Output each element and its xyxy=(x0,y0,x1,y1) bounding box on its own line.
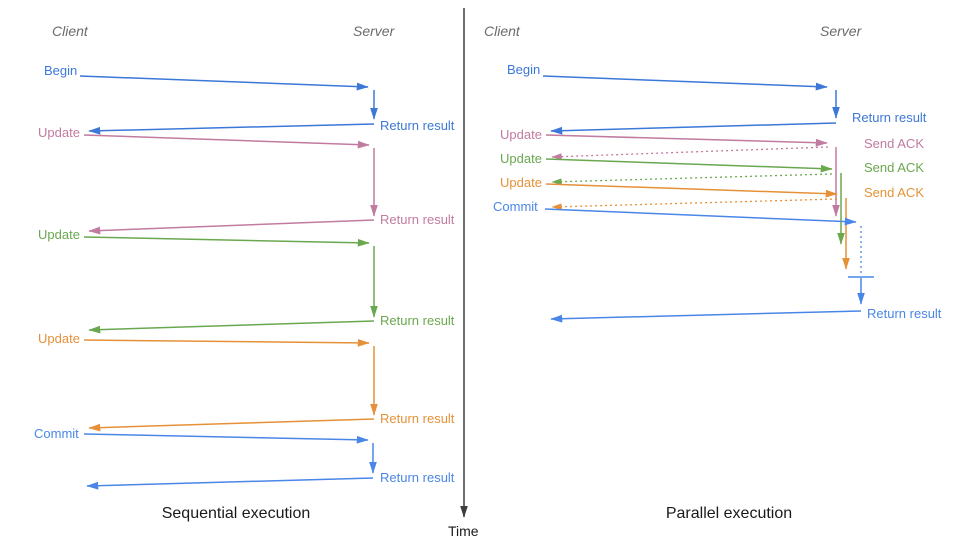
right-update2-label: Update xyxy=(500,151,542,166)
right-commit-response-arrow xyxy=(550,310,862,323)
right-update3-label: Update xyxy=(500,175,542,190)
right-commit-exchange: Commit Return result xyxy=(493,199,942,323)
left-commit-label: Commit xyxy=(34,426,79,441)
right-update1-ack-arrow xyxy=(551,146,829,161)
right-begin-label: Begin xyxy=(507,62,540,77)
right-update3-ack-arrow xyxy=(551,198,838,211)
right-update1-exchange: Update Send ACK xyxy=(500,127,924,217)
right-commit-request-arrow xyxy=(544,208,857,226)
time-axis: Time xyxy=(448,8,479,539)
left-update1-label: Update xyxy=(38,125,80,140)
left-commit-response-label: Return result xyxy=(380,470,455,485)
right-update2-ack-arrow xyxy=(551,173,833,186)
left-update2-exchange: Update Return result xyxy=(38,227,455,334)
left-commit-response-arrow xyxy=(86,477,374,490)
right-begin-response-arrow xyxy=(550,122,837,135)
left-begin-response-label: Return result xyxy=(380,118,455,133)
left-begin-response-arrow xyxy=(88,123,375,135)
right-begin-exchange: Begin Return result xyxy=(507,62,927,135)
right-begin-response-label: Return result xyxy=(852,110,927,125)
left-commit-request-arrow xyxy=(83,433,369,444)
left-client-heading: Client xyxy=(52,23,89,39)
left-begin-request-arrow xyxy=(79,75,369,91)
left-update2-response-label: Return result xyxy=(380,313,455,328)
left-update3-response-arrow xyxy=(88,418,375,432)
left-update1-request-arrow xyxy=(83,134,370,149)
right-update1-label: Update xyxy=(500,127,542,142)
left-update3-response-label: Return result xyxy=(380,411,455,426)
left-update1-exchange: Update Return result xyxy=(38,125,455,235)
left-server-heading: Server xyxy=(353,23,396,39)
right-update2-exchange: Update Send ACK xyxy=(500,151,924,245)
left-update2-label: Update xyxy=(38,227,80,242)
left-begin-label: Begin xyxy=(44,63,77,78)
left-panel-title: Sequential execution xyxy=(162,505,311,522)
left-update1-response-arrow xyxy=(88,219,375,235)
right-client-heading: Client xyxy=(484,23,521,39)
right-begin-request-arrow xyxy=(542,75,828,91)
left-update3-request-arrow xyxy=(83,338,370,347)
right-update1-ack-label: Send ACK xyxy=(864,136,924,151)
right-update2-ack-label: Send ACK xyxy=(864,160,924,175)
sequential-panel: Client Server Begin Return result Update… xyxy=(34,23,455,522)
left-update3-label: Update xyxy=(38,331,80,346)
right-server-heading: Server xyxy=(820,23,863,39)
right-update3-exchange: Update Send ACK xyxy=(500,175,924,270)
right-commit-response-label: Return result xyxy=(867,306,942,321)
right-update1-request-arrow xyxy=(545,134,828,147)
right-panel-title: Parallel execution xyxy=(666,505,792,522)
left-commit-exchange: Commit Return result xyxy=(34,426,455,490)
left-update2-response-arrow xyxy=(88,320,375,334)
parallel-panel: Client Server Begin Return result Update… xyxy=(484,23,942,522)
right-update3-request-arrow xyxy=(545,183,838,198)
right-update2-request-arrow xyxy=(545,158,833,173)
left-update3-exchange: Update Return result xyxy=(38,331,455,432)
left-update1-response-label: Return result xyxy=(380,212,455,227)
left-begin-exchange: Begin Return result xyxy=(44,63,455,135)
time-axis-label: Time xyxy=(448,523,479,539)
right-update3-ack-label: Send ACK xyxy=(864,185,924,200)
left-update2-request-arrow xyxy=(83,236,370,247)
right-commit-label: Commit xyxy=(493,199,538,214)
